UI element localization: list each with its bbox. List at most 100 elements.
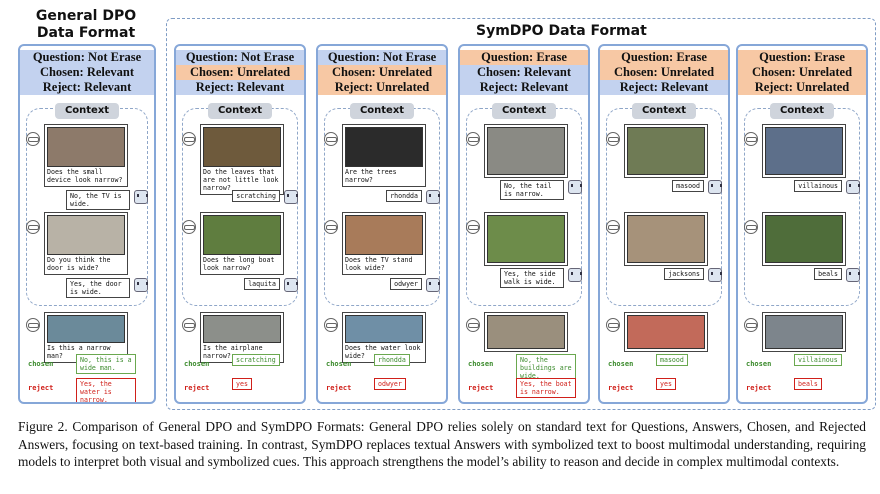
query-text: Does the water look wide? — [345, 344, 421, 360]
chosen-answer: scratching — [232, 354, 280, 366]
answer-box: masood — [672, 180, 704, 192]
user-avatar-icon — [182, 132, 196, 146]
context-image — [345, 215, 423, 255]
user-avatar-icon — [466, 132, 480, 146]
context-image — [203, 215, 281, 255]
query-card — [762, 312, 846, 352]
robot-icon — [134, 278, 148, 292]
answer-box: jacksons — [664, 268, 704, 280]
answer-box: No, the tail is narrow. — [500, 180, 564, 200]
question-text: Are the trees narrow? — [345, 168, 397, 184]
reject-answer: yes — [656, 378, 676, 390]
answer-box: No, the TV is wide. — [66, 190, 130, 210]
chosen-header: Chosen: Relevant — [20, 65, 154, 80]
chosen-answer: rhondda — [374, 354, 410, 366]
chosen-answer: No, the buildings are wide. — [516, 354, 576, 382]
chosen-answer: villainous — [794, 354, 842, 366]
question-card: Does the TV stand look wide? — [342, 212, 426, 275]
user-avatar-icon — [744, 132, 758, 146]
chosen-label: chosen — [746, 360, 772, 368]
robot-icon — [568, 180, 582, 194]
reject-answer: beals — [794, 378, 822, 390]
context-image — [627, 127, 705, 175]
context-label: Context — [208, 103, 272, 119]
question-header: Question: Not Erase — [176, 50, 304, 65]
chosen-header: Chosen: Unrelated — [318, 65, 446, 80]
chosen-label: chosen — [468, 360, 494, 368]
context-image — [47, 215, 125, 255]
user-avatar-icon — [324, 318, 338, 332]
question-header: Question: Erase — [738, 50, 866, 65]
answer-box: beals — [814, 268, 842, 280]
query-image — [47, 315, 125, 343]
context-image — [203, 127, 281, 167]
user-avatar-icon — [26, 318, 40, 332]
question-text: Does the TV stand look wide? — [345, 256, 413, 272]
chosen-header: Chosen: Unrelated — [738, 65, 866, 80]
question-card — [762, 212, 846, 266]
chosen-header: Chosen: Unrelated — [600, 65, 728, 80]
robot-icon — [426, 190, 440, 204]
user-avatar-icon — [606, 318, 620, 332]
question-card: Are the trees narrow? — [342, 124, 426, 187]
question-header: Question: Erase — [600, 50, 728, 65]
chosen-answer: No, this is a wide man. — [76, 354, 136, 374]
robot-icon — [568, 268, 582, 282]
user-avatar-icon — [182, 318, 196, 332]
user-avatar-icon — [744, 220, 758, 234]
general-dpo-title: General DPO Data Format — [35, 8, 137, 41]
user-avatar-icon — [744, 318, 758, 332]
context-label: Context — [350, 103, 414, 119]
user-avatar-icon — [606, 220, 620, 234]
reject-label: reject — [608, 384, 634, 392]
reject-label: reject — [468, 384, 494, 392]
user-avatar-icon — [26, 220, 40, 234]
context-label: Context — [55, 103, 119, 119]
answer-box: odwyer — [390, 278, 422, 290]
query-image — [203, 315, 281, 343]
reject-answer: Yes, the water is narrow. — [76, 378, 136, 402]
question-card: Does the small device look narrow? — [44, 124, 128, 187]
figure-caption: Figure 2. Comparison of General DPO and … — [18, 419, 866, 469]
reject-label: reject — [28, 384, 54, 392]
user-avatar-icon — [324, 132, 338, 146]
context-image — [487, 127, 565, 175]
question-text: Does the long boat look narrow? — [203, 256, 275, 272]
user-avatar-icon — [466, 318, 480, 332]
context-label: Context — [492, 103, 556, 119]
robot-icon — [284, 278, 298, 292]
answer-box: Yes, the side walk is wide. — [500, 268, 564, 288]
reject-answer: odwyer — [374, 378, 406, 390]
question-card: Does the long boat look narrow? — [200, 212, 284, 275]
robot-icon — [284, 190, 298, 204]
robot-icon — [708, 268, 722, 282]
chosen-header: Chosen: Unrelated — [176, 65, 304, 80]
context-image — [765, 127, 843, 175]
context-image — [47, 127, 125, 167]
chosen-label: chosen — [326, 360, 352, 368]
robot-icon — [846, 268, 860, 282]
question-card — [624, 212, 708, 266]
reject-header: Reject: Unrelated — [318, 80, 446, 95]
user-avatar-icon — [606, 132, 620, 146]
reject-label: reject — [184, 384, 210, 392]
chosen-label: chosen — [608, 360, 634, 368]
reject-header: Reject: Relevant — [460, 80, 588, 95]
reject-answer: Yes, the boat is narrow. — [516, 378, 576, 398]
robot-icon — [426, 278, 440, 292]
user-avatar-icon — [324, 220, 338, 234]
robot-icon — [846, 180, 860, 194]
question-card — [484, 124, 568, 178]
question-card — [484, 212, 568, 266]
answer-box: scratching — [232, 190, 280, 202]
context-image — [627, 215, 705, 263]
context-image — [345, 127, 423, 167]
reject-header: Reject: Relevant — [176, 80, 304, 95]
question-header: Question: Not Erase — [318, 50, 446, 65]
reject-header: Reject: Relevant — [600, 80, 728, 95]
question-header: Question: Erase — [460, 50, 588, 65]
symdpo-title: SymDPO Data Format — [470, 23, 653, 39]
question-text: Do the leaves that are not little look n… — [203, 168, 279, 192]
